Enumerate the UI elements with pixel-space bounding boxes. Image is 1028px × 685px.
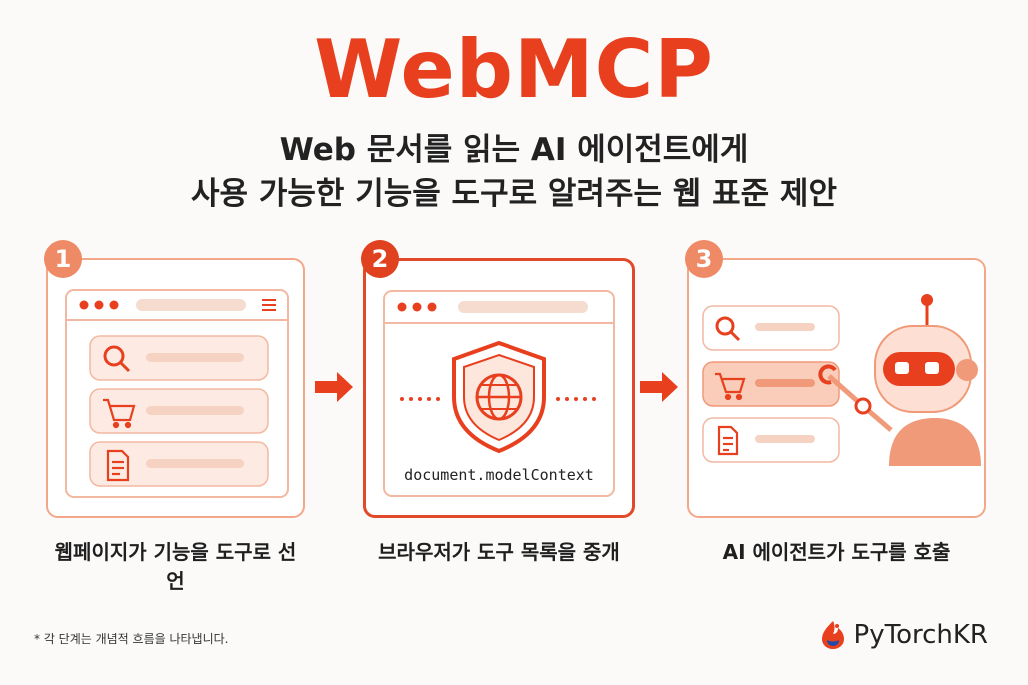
cart-icon (103, 398, 136, 429)
brand-name: PyTorchKR (853, 620, 988, 650)
page-title: WebMCP (314, 23, 714, 116)
step2-panel: document.modelContext (363, 258, 635, 518)
step2-caption: 브라우저가 도구 목록을 중개 (378, 540, 620, 564)
step1-panel (46, 258, 305, 518)
robot-icon (818, 294, 981, 466)
search-icon (715, 316, 741, 342)
step1-badge: 1 (44, 240, 82, 278)
dotted-connector-right (556, 397, 596, 401)
webpage-illustration (65, 289, 289, 498)
step1-caption: 웹페이지가 기능을 도구로 선언 (54, 540, 297, 593)
arrow-right-icon (315, 372, 353, 402)
arrow-right-icon (640, 372, 678, 402)
model-context-label: document.modelContext (404, 466, 594, 484)
shield-globe-icon (452, 340, 546, 454)
subtitle-line2: 사용 가능한 기능을 도구로 알려주는 웹 표준 제안 (191, 176, 837, 212)
document-icon (717, 425, 739, 456)
document-icon (106, 449, 130, 482)
step3-panel (687, 258, 986, 518)
flame-logo-icon (821, 621, 844, 649)
step2-badge: 2 (361, 240, 399, 278)
browser-illustration (383, 290, 615, 497)
step3-badge: 3 (685, 240, 723, 278)
menu-icon (262, 299, 276, 311)
step3-caption: AI 에이전트가 도구를 호출 (722, 540, 951, 564)
search-icon (103, 345, 131, 373)
cart-icon (715, 372, 746, 401)
footnote: * 각 단계는 개념적 흐름을 나타냅니다. (34, 632, 229, 646)
dotted-connector-left (400, 397, 440, 401)
brand-logo: PyTorchKR (820, 620, 988, 650)
subtitle-line1: Web 문서를 읽는 AI 에이전트에게 (279, 132, 749, 168)
agent-illustration (702, 294, 981, 466)
